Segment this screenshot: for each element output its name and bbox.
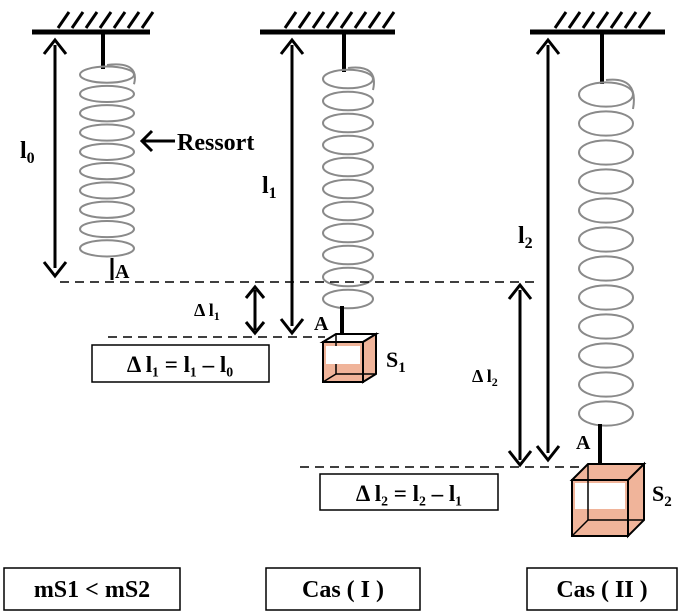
block-s2 bbox=[569, 461, 647, 539]
spring-case-2 bbox=[578, 34, 635, 468]
arrow-ressort-pointer bbox=[139, 129, 175, 153]
label-point-a-case2: A bbox=[576, 432, 591, 454]
arrow-l0 bbox=[42, 37, 68, 279]
arrow-delta-l2 bbox=[507, 282, 533, 468]
case-1-title: Cas ( I ) bbox=[302, 577, 384, 603]
label-s2: S2 bbox=[652, 481, 672, 510]
mass-relation-box: mS1 < mS2 bbox=[3, 567, 181, 611]
case-2-box: Cas ( II ) bbox=[526, 567, 678, 611]
case-1-box: Cas ( I ) bbox=[265, 567, 421, 611]
formula-delta-l2-box: Δ l₂ = l₂ – l₁ bbox=[319, 473, 499, 511]
ceiling-middle bbox=[260, 11, 396, 35]
label-delta-l1: Δ l1 bbox=[194, 300, 220, 323]
ceiling-right bbox=[530, 11, 665, 35]
case-2-title: Cas ( II ) bbox=[556, 577, 647, 603]
arrow-l1 bbox=[279, 37, 305, 336]
arrow-delta-l1 bbox=[244, 284, 266, 336]
formula-delta-l2: Δ l₂ = l₂ – l₁ bbox=[356, 481, 462, 506]
block-s1 bbox=[319, 332, 380, 384]
formula-delta-l1: Δ l₁ = l₁ – l₀ bbox=[127, 352, 233, 377]
label-l0: l0 bbox=[20, 138, 35, 167]
dashed-reference-lines bbox=[60, 281, 590, 468]
label-l1: l1 bbox=[262, 173, 277, 202]
spring-case-1 bbox=[322, 34, 375, 343]
spring-rest bbox=[79, 34, 136, 258]
ceiling-left bbox=[32, 11, 155, 35]
label-point-a-rest: A bbox=[115, 261, 130, 283]
label-s1: S1 bbox=[386, 347, 406, 376]
label-point-a-case1: A bbox=[314, 313, 329, 335]
label-ressort: Ressort bbox=[177, 130, 254, 156]
label-l2: l2 bbox=[518, 223, 533, 252]
arrow-l2 bbox=[535, 37, 561, 463]
mass-relation-text: mS1 < mS2 bbox=[34, 577, 150, 603]
formula-delta-l1-box: Δ l₁ = l₁ – l₀ bbox=[91, 344, 270, 383]
label-delta-l2: Δ l2 bbox=[472, 366, 498, 389]
